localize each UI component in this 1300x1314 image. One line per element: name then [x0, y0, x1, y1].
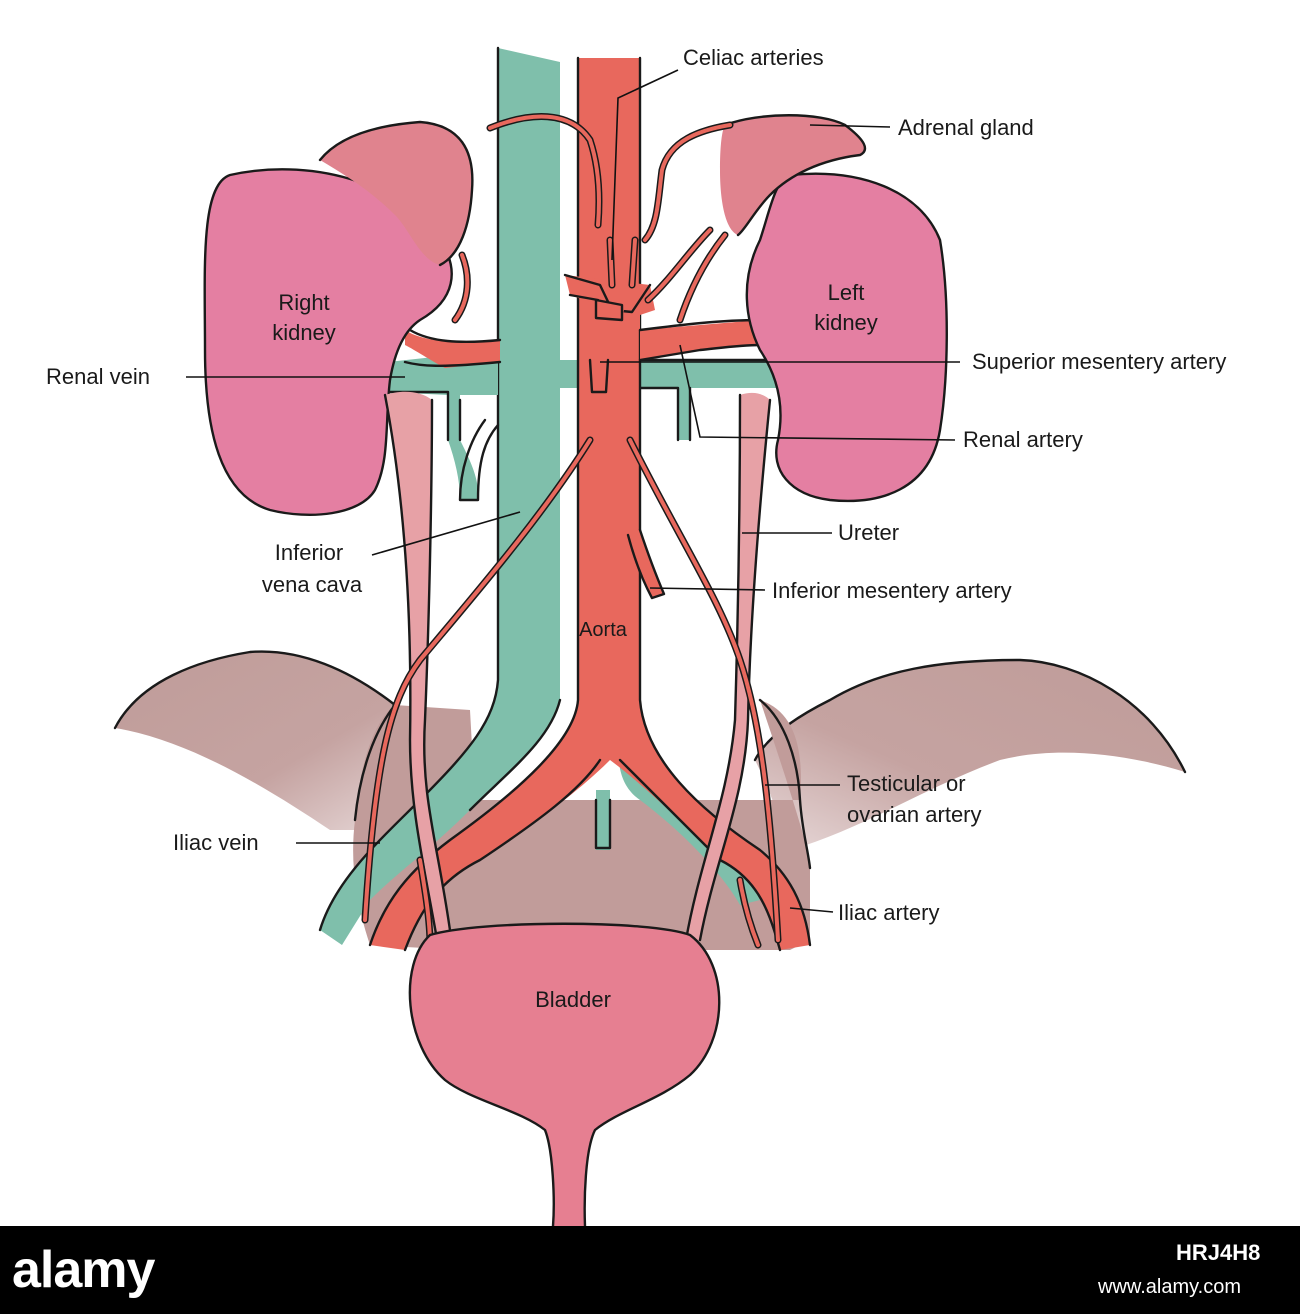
label-celiac-arteries: Celiac arteries [683, 45, 824, 70]
label-right-kidney-line2: kidney [272, 320, 336, 345]
label-inferior-vena-cava-line1: Inferior [275, 540, 343, 565]
leader-lines [186, 69, 960, 913]
bladder [408, 922, 721, 1226]
label-aorta: Aorta [579, 619, 628, 641]
left-kidney [745, 172, 948, 502]
label-iliac-artery: Iliac artery [838, 900, 939, 925]
aorta [368, 56, 812, 952]
watermark-bar [0, 1226, 1300, 1314]
label-renal-vein: Renal vein [46, 364, 150, 389]
urinary-system-diagram: Celiac arteries Adrenal gland Right kidn… [46, 45, 1226, 1226]
label-left-kidney-line1: Left [828, 280, 865, 305]
label-testicular-line2: ovarian artery [847, 802, 982, 827]
label-ureter: Ureter [838, 520, 899, 545]
label-bladder: Bladder [535, 987, 611, 1012]
label-right-kidney-line1: Right [278, 290, 329, 315]
small-arteries [361, 113, 782, 949]
right-adrenal-gland [318, 120, 474, 267]
label-left-kidney-line2: kidney [814, 310, 878, 335]
label-superior-mesentery-artery: Superior mesentery artery [972, 349, 1226, 374]
watermark-image-id: HRJ4H8 [1176, 1240, 1261, 1265]
label-inferior-vena-cava-line2: vena cava [262, 572, 363, 597]
label-adrenal-gland: Adrenal gland [898, 115, 1034, 140]
watermark-url: www.alamy.com [1098, 1276, 1241, 1298]
label-renal-artery: Renal artery [963, 427, 1083, 452]
left-ureter [684, 392, 772, 942]
label-iliac-vein: Iliac vein [173, 830, 259, 855]
label-testicular-line1: Testicular or [847, 771, 966, 796]
label-inferior-mesentery-artery: Inferior mesentery artery [772, 578, 1012, 603]
alamy-logo: alamy [12, 1241, 155, 1299]
left-adrenal-gland [720, 114, 867, 237]
